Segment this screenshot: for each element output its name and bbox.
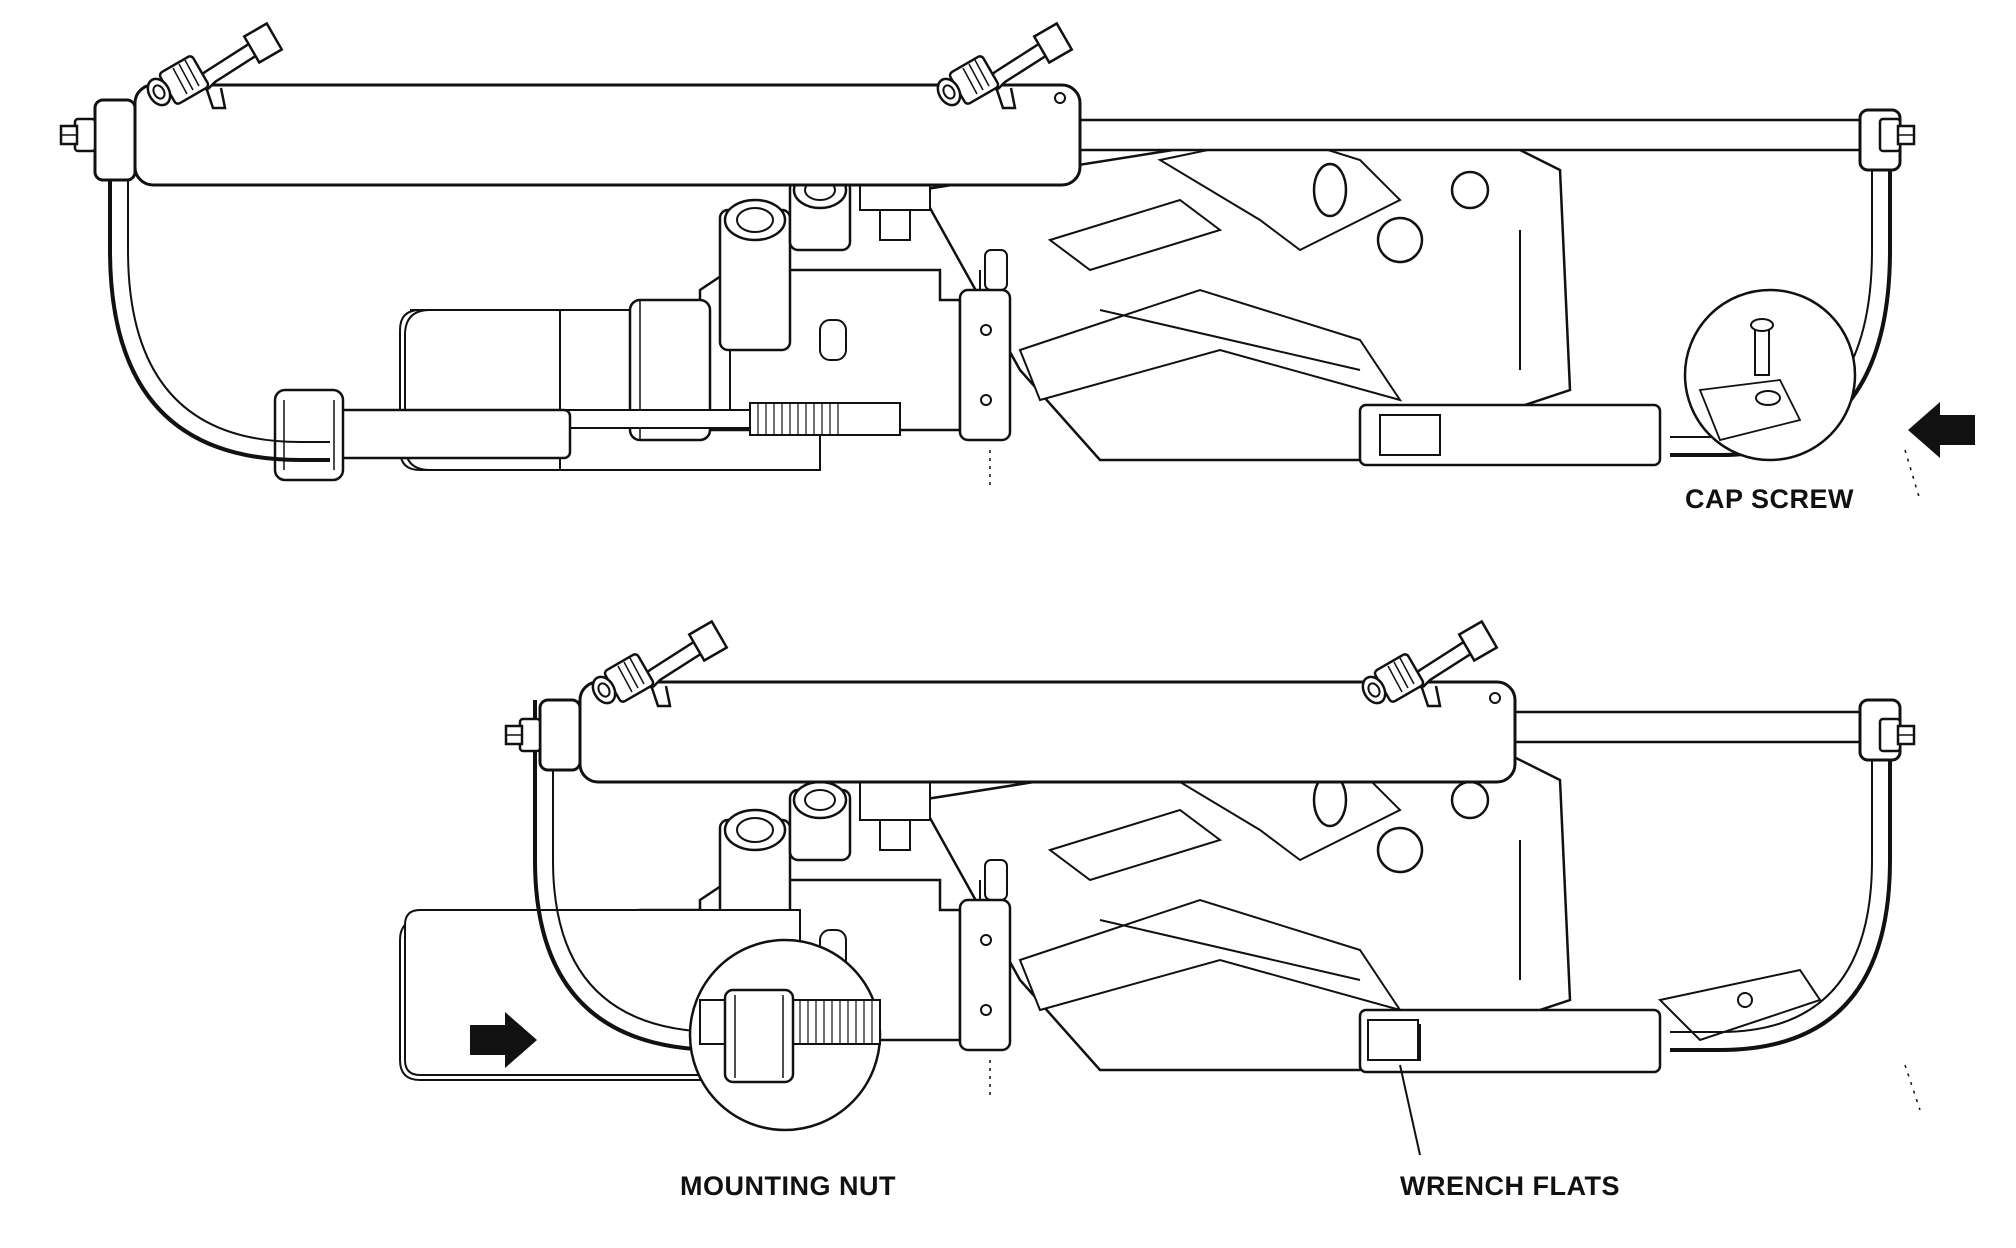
mounting-nut-label: MOUNTING NUT	[680, 1171, 896, 1201]
arrow-right-icon	[470, 1012, 537, 1068]
cap-screw-label: CAP SCREW	[1685, 484, 1854, 514]
wrench-flats-label: WRENCH FLATS	[1400, 1171, 1620, 1201]
bottom-assembly: MOUNTING NUT WRENCH FLATS	[398, 620, 1921, 1201]
top-assembly: CAP SCREW	[59, 22, 1975, 514]
arrow-right-icon	[1908, 402, 1975, 458]
